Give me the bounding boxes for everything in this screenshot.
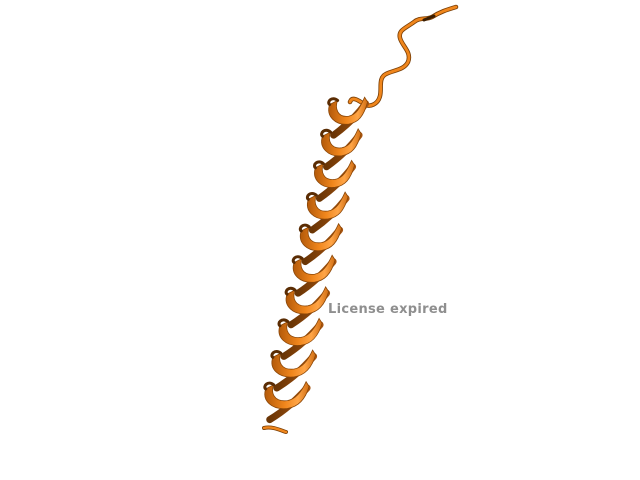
helix-turn — [307, 191, 349, 220]
helix-turn-edge — [313, 160, 325, 170]
helix-turn-edge — [327, 97, 340, 107]
helix-turn — [271, 349, 317, 378]
helix-turn-edge — [298, 223, 311, 233]
license-watermark: License expired — [328, 302, 448, 317]
c-terminus — [262, 425, 288, 434]
helix-turn — [299, 222, 343, 252]
helix-turn — [321, 128, 362, 157]
helix-turn — [278, 317, 323, 346]
helix-turn — [285, 286, 330, 315]
helix-turn-edge — [320, 128, 332, 138]
helix-turn — [328, 96, 369, 125]
helix-turn-edge — [270, 350, 283, 359]
helix-turn — [314, 159, 356, 188]
helix-turn-edge — [277, 318, 290, 328]
helix-turn — [292, 254, 336, 283]
helix-turn-edge — [291, 255, 304, 265]
helix-turn-edge — [284, 286, 297, 296]
helix-turn — [264, 380, 310, 410]
helix-turn-edge — [305, 192, 318, 201]
helix-front-strands — [263, 96, 369, 410]
helix-turn-edge — [263, 381, 276, 391]
coil-tail — [347, 4, 459, 108]
